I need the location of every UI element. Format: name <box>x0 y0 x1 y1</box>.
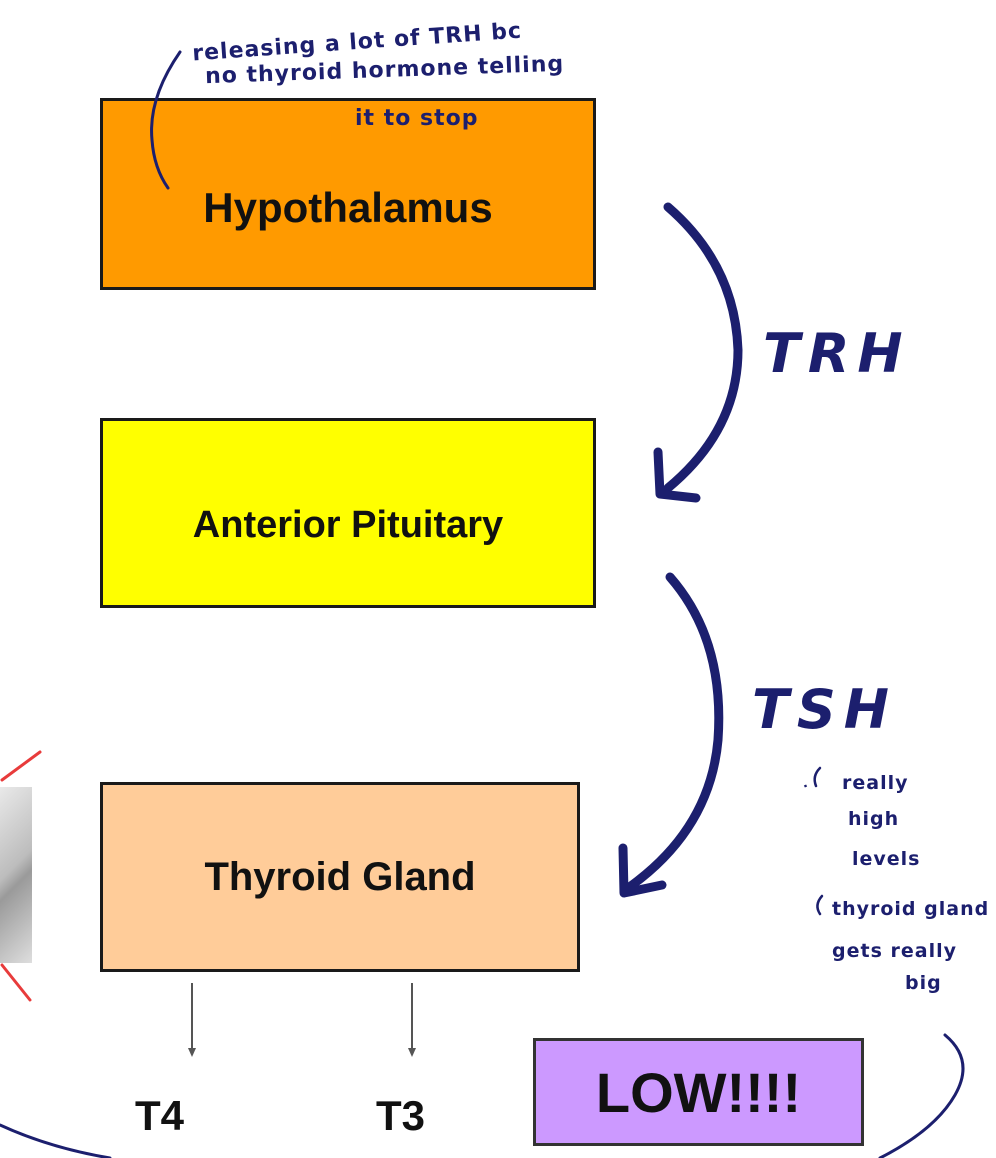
bottom-right-curve <box>878 1033 965 1158</box>
anterior-pituitary-label: Anterior Pituitary <box>192 503 504 546</box>
tsh-arrow <box>623 572 724 893</box>
t3-label: T3 <box>376 1092 426 1139</box>
red-mark-top <box>0 750 42 782</box>
side-note-bracket-1 <box>813 766 822 788</box>
low-label: LOW!!!! <box>595 1060 802 1124</box>
trh-arrow <box>663 202 743 493</box>
low-box: LOW!!!! <box>533 1038 864 1146</box>
red-mark-bottom <box>0 963 32 1002</box>
anterior-pituitary-box: Anterior Pituitary <box>100 418 596 608</box>
top-note-bracket <box>150 50 182 190</box>
t3-arrowhead <box>408 1048 416 1057</box>
thyroid-gland-label: Thyroid Gland <box>204 854 476 899</box>
t4-arrowhead <box>188 1048 196 1057</box>
side-note-big: big <box>905 972 942 994</box>
side-note-thyroid-gland: thyroid gland <box>832 898 990 920</box>
hypothalamus-label: Hypothalamus <box>203 184 493 231</box>
top-note-line-3: it to stop <box>355 106 479 131</box>
side-note-gets-really: gets really <box>832 940 957 962</box>
side-note-high: high <box>848 808 900 830</box>
side-note-bracket-2 <box>816 894 824 916</box>
t4-label: T4 <box>135 1092 185 1139</box>
hypothalamus-box: Hypothalamus <box>100 98 596 290</box>
tsh-arrowhead <box>618 843 667 898</box>
trh-label: TRH <box>763 322 911 385</box>
side-note-dot <box>803 784 808 788</box>
thyroid-gland-box: Thyroid Gland <box>100 782 580 972</box>
trh-arrowhead <box>653 447 701 503</box>
cropped-photo <box>0 787 32 963</box>
side-note-really: really <box>842 772 909 794</box>
tsh-label: TSH <box>752 678 897 741</box>
side-note-levels: levels <box>852 848 921 870</box>
bottom-left-curve <box>0 1123 112 1158</box>
